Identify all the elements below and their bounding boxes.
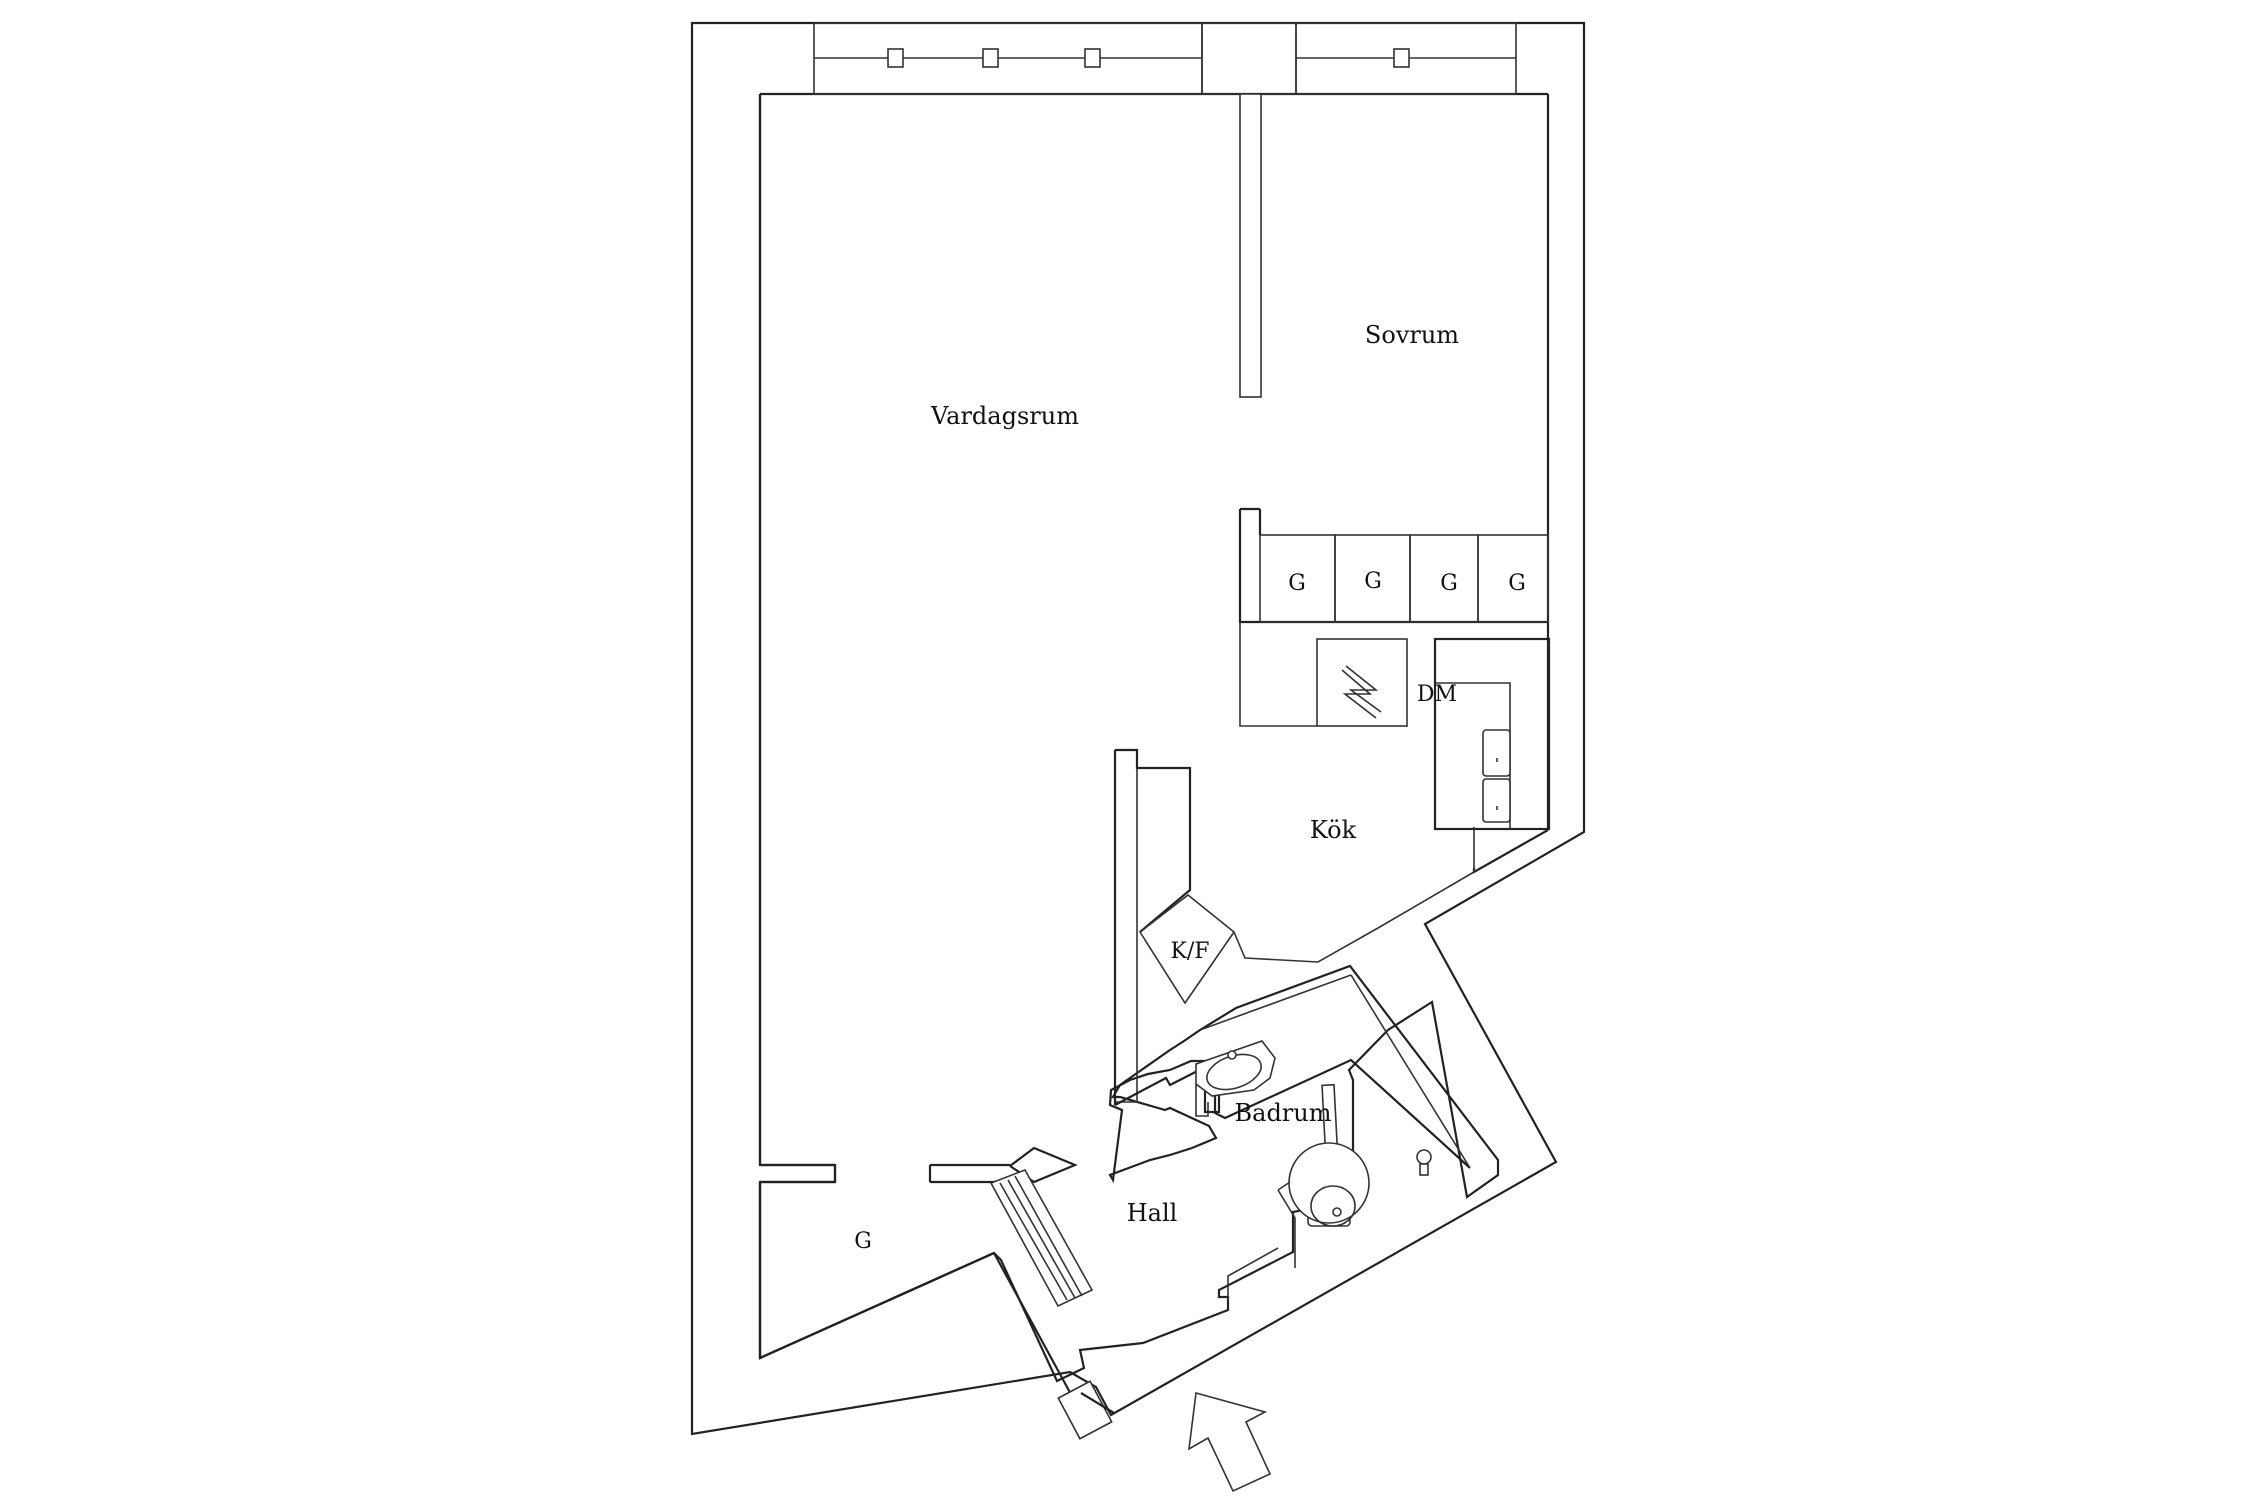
room-label-kok: Kök — [1310, 816, 1357, 844]
stove-icon — [1341, 665, 1382, 719]
washbasin-icon — [1195, 1040, 1276, 1097]
wardrobes-sovrum — [1238, 507, 1549, 624]
wardrobe-label-hall: G — [854, 1229, 872, 1254]
room-label-badrum: Badrum — [1235, 1099, 1332, 1127]
kitchen — [1113, 622, 1551, 1105]
inner-wall — [758, 94, 1500, 1383]
wardrobe-label-2: G — [1364, 569, 1382, 594]
wardrobe-label-1: G — [1288, 571, 1306, 596]
wardrobe-label-4: G — [1508, 571, 1526, 596]
dishwasher-label: DM — [1417, 682, 1457, 707]
entrance-arrow-icon — [1188, 1391, 1272, 1493]
windows — [813, 22, 1517, 95]
sink-icon — [1482, 729, 1511, 823]
outer-wall — [690, 21, 1586, 1436]
radiator-icon — [989, 1169, 1094, 1308]
room-label-hall: Hall — [1127, 1199, 1178, 1227]
partition-wall — [1239, 93, 1262, 398]
floor-drain-icon — [1416, 1149, 1432, 1176]
room-label-vardagsrum: Vardagsrum — [930, 402, 1079, 430]
hall-closet — [758, 1182, 995, 1360]
room-label-sovrum: Sovrum — [1365, 321, 1459, 349]
fridge-freezer-label: K/F — [1170, 939, 1209, 964]
wardrobe-label-3: G — [1440, 571, 1458, 596]
toilet-icon — [1288, 1142, 1370, 1227]
hall — [928, 1146, 1115, 1440]
structure — [758, 92, 1550, 1360]
bathroom — [1114, 974, 1471, 1302]
